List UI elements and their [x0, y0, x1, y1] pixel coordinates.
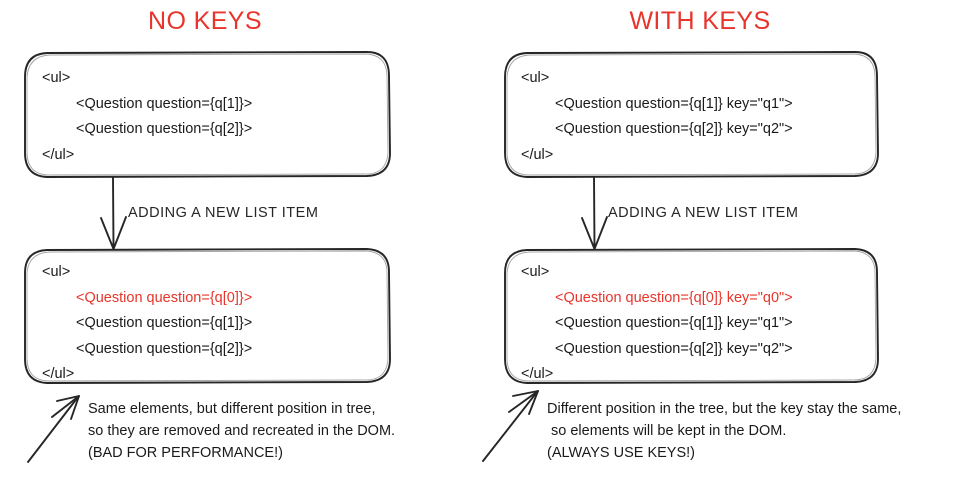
- caption-line: so they are removed and recreated in the…: [88, 423, 396, 439]
- code-line: <Question question={q[0]} key="q0">: [555, 289, 793, 306]
- code-line: <ul>: [521, 264, 550, 280]
- code-line: <Question question={q[1]} key="q1">: [555, 315, 793, 331]
- down-arrow-icon-right: [581, 176, 608, 250]
- code-line: </ul>: [42, 366, 75, 382]
- code-block-with-keys-before: <ul> <Question question={q[1]} key="q1"> <…: [521, 66, 793, 168]
- transition-label-with-keys: ADDING A NEW LIST ITEM: [608, 205, 799, 221]
- code-line: <ul>: [42, 264, 71, 280]
- caption-with-keys: Different position in the tree, but the …: [547, 398, 901, 464]
- caption-no-keys: Same elements, but different position in…: [88, 398, 395, 464]
- transition-label-no-keys: ADDING A NEW LIST ITEM: [128, 205, 319, 221]
- code-line: <Question question={q[0]}>: [76, 289, 253, 306]
- code-line: </ul>: [521, 366, 554, 382]
- code-line: <ul>: [42, 70, 71, 86]
- code-line: <Question question={q[1]}>: [76, 315, 253, 331]
- code-line: <Question question={q[2]}>: [76, 340, 253, 357]
- code-line: <Question question={q[2]} key="q2">: [555, 121, 793, 137]
- code-line: </ul>: [42, 146, 75, 163]
- column-heading-no-keys: NO KEYS: [148, 7, 262, 35]
- code-block-no-keys-before: <ul> <Question question={q[1]}> <Question …: [42, 66, 252, 168]
- code-line: <Question question={q[1]} key="q1">: [555, 95, 793, 112]
- caption-line: so elements will be kept in the DOM.: [547, 423, 787, 439]
- caption-line: (BAD FOR PERFORMANCE!): [88, 445, 283, 461]
- diagonal-pointer-arrow-icon-right: [482, 390, 539, 462]
- column-heading-with-keys: WITH KEYS: [629, 7, 771, 35]
- caption-line: Different position in the tree, but the …: [547, 401, 902, 417]
- code-line: <ul>: [521, 70, 550, 86]
- down-arrow-icon-left: [100, 176, 127, 250]
- code-line: <Question question={q[2]}>: [76, 121, 253, 137]
- caption-line: (ALWAYS USE KEYS!): [547, 445, 695, 461]
- code-block-with-keys-after: <ul> <Question question={q[0]} key="q0"> <…: [521, 260, 793, 388]
- diagonal-pointer-arrow-icon-left: [27, 395, 80, 463]
- code-line: </ul>: [521, 146, 554, 163]
- code-block-no-keys-after: <ul> <Question question={q[0]}> <Question …: [42, 260, 252, 388]
- caption-line: Same elements, but different position in…: [88, 401, 376, 417]
- code-line: <Question question={q[2]} key="q2">: [555, 340, 793, 357]
- code-line: <Question question={q[1]}>: [76, 95, 253, 112]
